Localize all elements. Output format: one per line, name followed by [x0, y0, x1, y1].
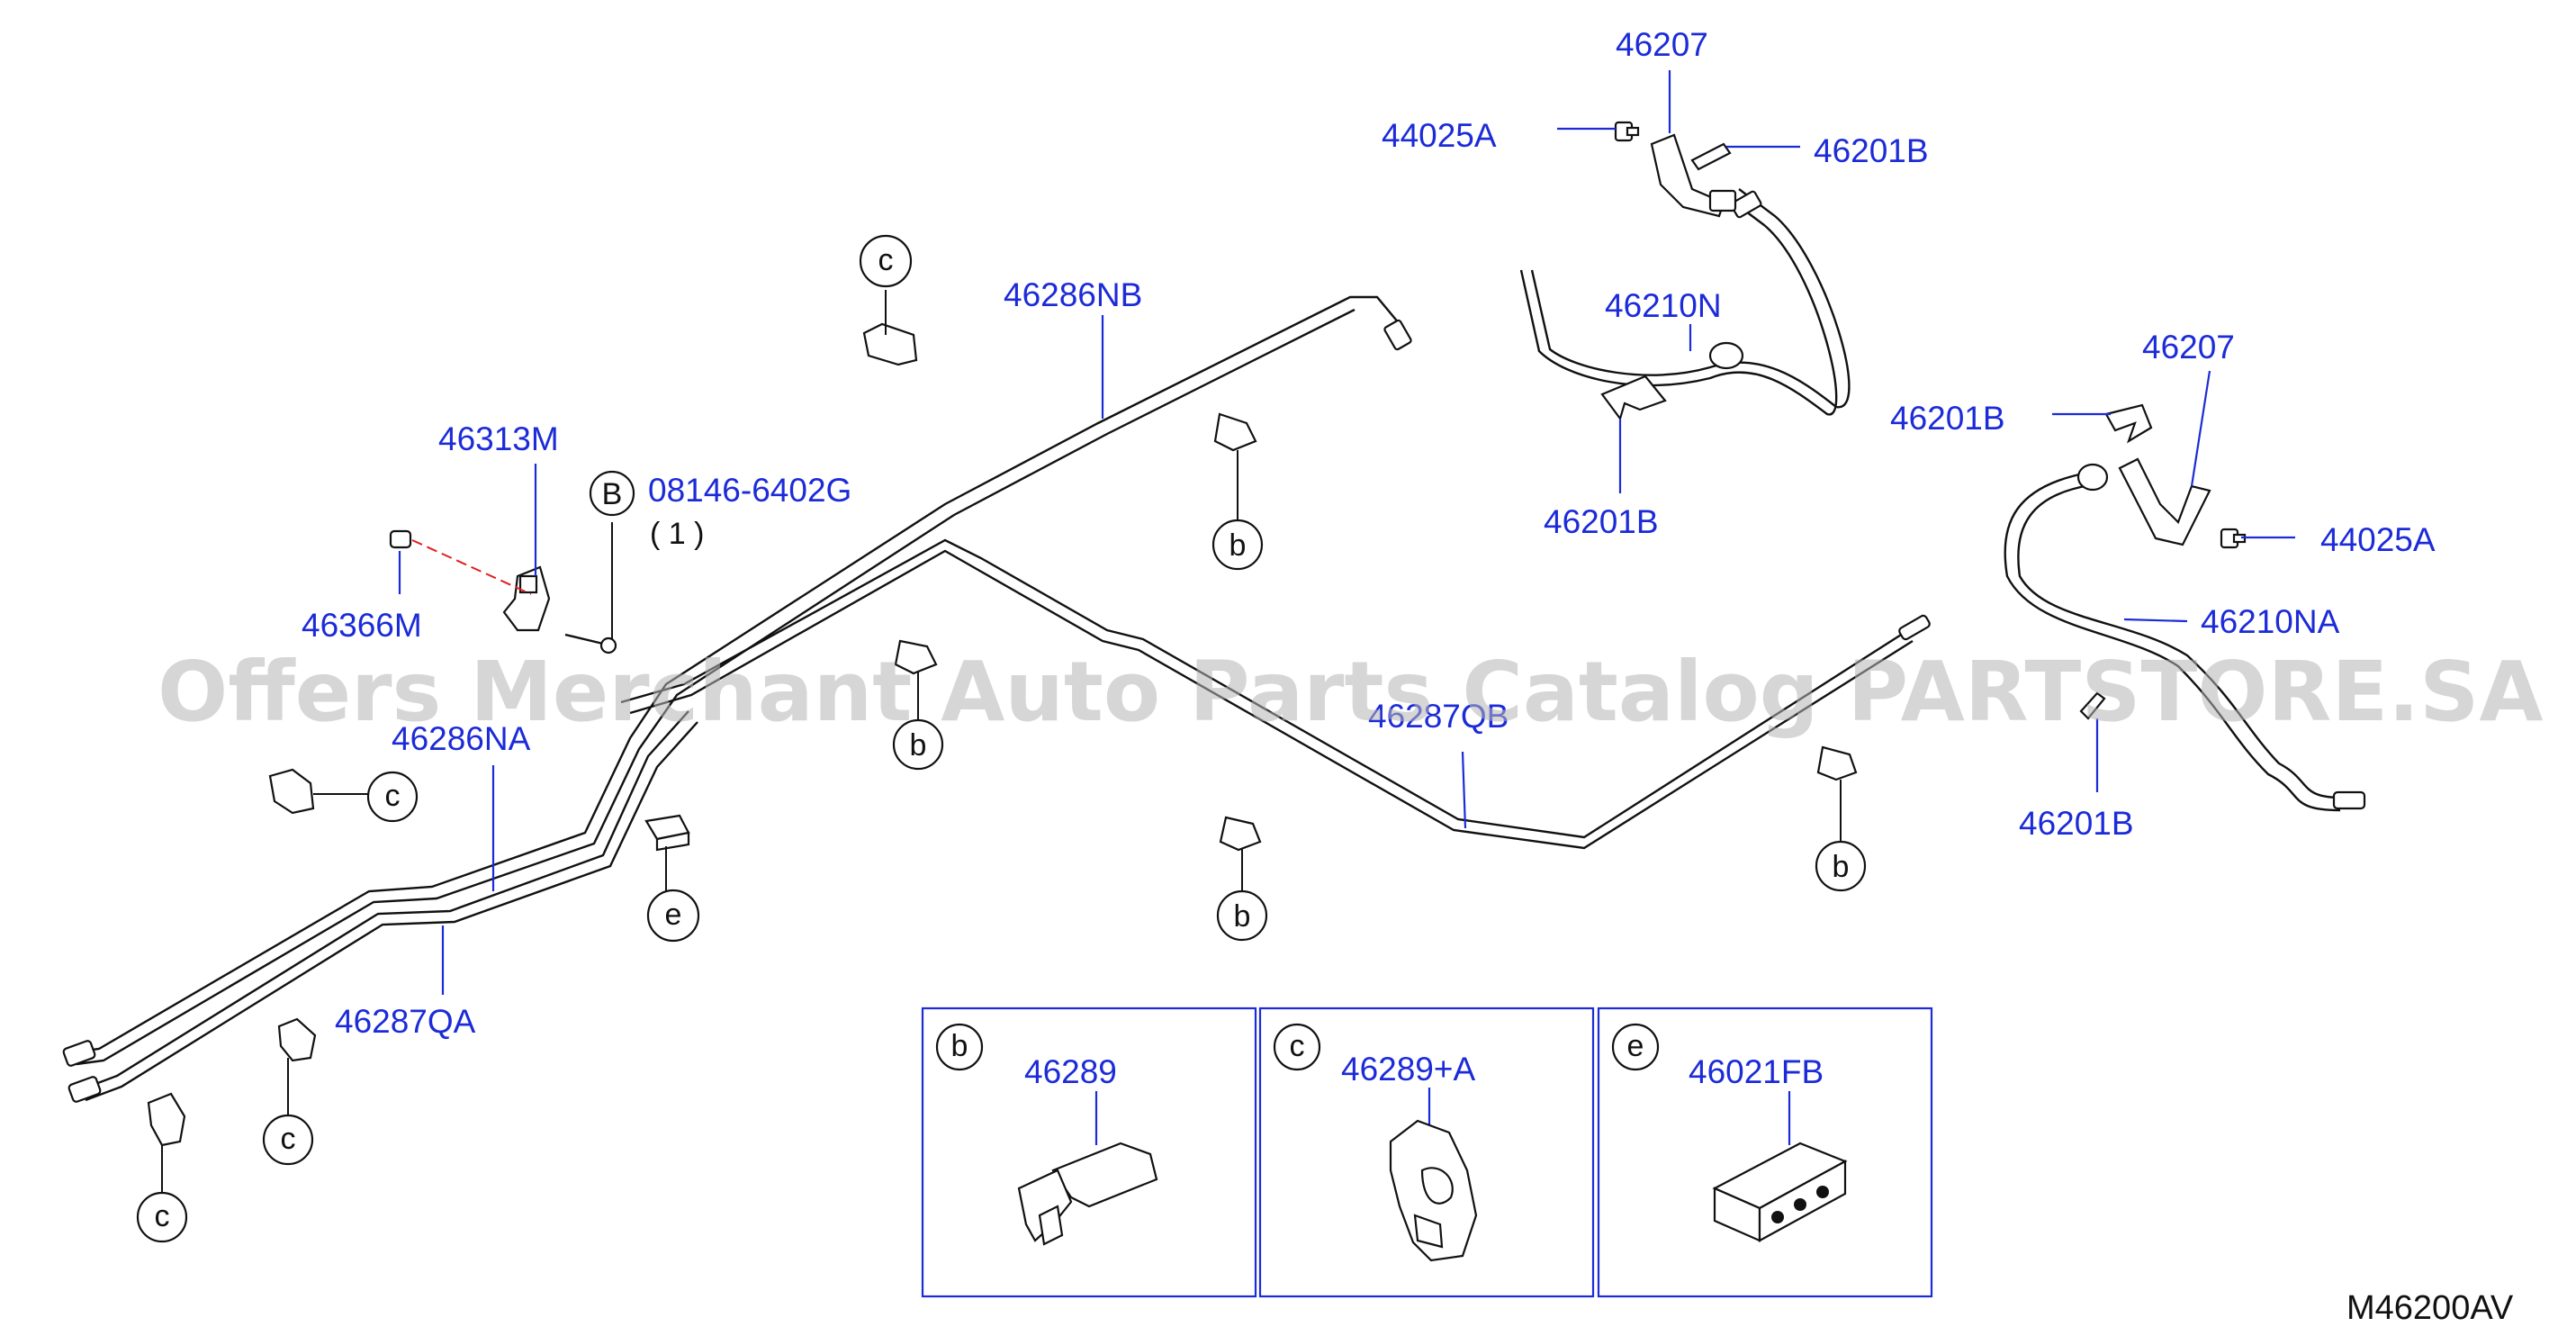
- svg-text:b: b: [1229, 528, 1247, 563]
- label-46286nb: 46286NB: [1004, 276, 1142, 313]
- pipe-46286nb[interactable]: [67, 295, 1412, 1066]
- label-46313m: 46313M: [438, 420, 559, 457]
- label-46286na: 46286NA: [392, 720, 531, 757]
- inset-label-46289a: 46289+A: [1341, 1051, 1475, 1088]
- svg-text:b: b: [910, 728, 927, 763]
- connector-46313m[interactable]: [502, 565, 551, 632]
- ref-circle-c-mid[interactable]: c: [262, 1114, 314, 1166]
- label-46201b-front-top: 46201B: [1814, 132, 1929, 169]
- svg-text:c: c: [281, 1122, 296, 1156]
- hose-46210na[interactable]: [2004, 463, 2366, 812]
- svg-text:c: c: [155, 1199, 170, 1233]
- label-46287qb: 46287QB: [1368, 698, 1509, 735]
- clip-46289a-drawing: [1389, 1119, 1478, 1262]
- inset-box-c[interactable]: c 46289+A: [1258, 1007, 1595, 1298]
- label-46366m: 46366M: [302, 607, 422, 644]
- inset-ref-c: c: [1290, 1029, 1305, 1063]
- clip-c-2[interactable]: [268, 768, 315, 815]
- inset-box-e[interactable]: e 46021FB: [1597, 1007, 1933, 1298]
- clip-e-on-diagram[interactable]: [644, 814, 690, 852]
- label-46287qa: 46287QA: [335, 1003, 476, 1040]
- clip-46201b-front-top[interactable]: [1690, 142, 1732, 171]
- inset-ref-e: e: [1627, 1029, 1644, 1063]
- label-46207-rear: 46207: [2142, 329, 2235, 366]
- label-44025a-front: 44025A: [1382, 117, 1497, 154]
- clip-46021fb-drawing: [1712, 1142, 1848, 1242]
- ref-circle-b-3[interactable]: b: [1216, 889, 1268, 942]
- hose-46210n[interactable]: [1519, 188, 1851, 416]
- bolt-08146-6402g[interactable]: [564, 633, 617, 654]
- ref-circle-b-4[interactable]: b: [1815, 840, 1867, 892]
- ref-circle-b-1[interactable]: b: [1211, 519, 1264, 571]
- inset-label-46289: 46289: [1024, 1053, 1117, 1090]
- label-44025a-rear: 44025A: [2320, 521, 2436, 558]
- label-46210na: 46210NA: [2201, 603, 2340, 640]
- label-46201b-front-low: 46201B: [1544, 503, 1659, 540]
- ref-circle-c-top[interactable]: c: [859, 234, 913, 288]
- clip-b-3[interactable]: [1219, 816, 1262, 852]
- label-46201b-rear-top: 46201B: [1890, 400, 2005, 437]
- clip-b-4[interactable]: [1816, 745, 1858, 781]
- bolt-44025a-front[interactable]: [1614, 121, 1640, 142]
- clip-c-1[interactable]: [862, 322, 918, 366]
- pipe-46287qb[interactable]: [620, 538, 1931, 850]
- clip-b-2[interactable]: [894, 639, 938, 675]
- inset-label-46021fb: 46021FB: [1689, 1053, 1824, 1090]
- svg-text:c: c: [878, 243, 894, 277]
- inset-box-b[interactable]: b 46289: [921, 1007, 1257, 1298]
- ref-circle-e[interactable]: e: [646, 889, 700, 943]
- svg-text:e: e: [665, 898, 682, 932]
- label-46201b-rear-low: 46201B: [2019, 805, 2134, 842]
- inset-ref-b: b: [951, 1029, 968, 1063]
- ref-circle-b-2[interactable]: b: [892, 718, 944, 771]
- pipe-46287qa[interactable]: [62, 710, 698, 1103]
- clip-46289-drawing: [1017, 1142, 1158, 1246]
- cap-46366m[interactable]: [389, 529, 412, 549]
- clip-b-1[interactable]: [1213, 412, 1257, 452]
- bracket-46207-rear[interactable]: [2118, 457, 2211, 546]
- assembly-line: [411, 539, 532, 595]
- label-08146-6402g: 08146-6402G: [648, 472, 851, 509]
- clip-c-3[interactable]: [277, 1017, 317, 1062]
- watermark-text: Offers Merchant Auto Parts Catalog PARTS…: [158, 644, 2544, 740]
- clip-c-4[interactable]: [147, 1092, 186, 1147]
- svg-text:b: b: [1234, 899, 1251, 934]
- label-46207-front: 46207: [1616, 26, 1708, 63]
- svg-text:c: c: [385, 779, 401, 813]
- diagram-code: M46200AV: [2346, 1289, 2514, 1327]
- bracket-46207-front[interactable]: [1650, 133, 1737, 218]
- svg-text:b: b: [1833, 850, 1850, 884]
- leader-lines: [161, 70, 2295, 1193]
- clip-46201b-rear-low[interactable]: [2079, 691, 2106, 720]
- svg-text:B: B: [602, 477, 623, 511]
- ref-circle-c-left[interactable]: c: [366, 771, 419, 823]
- clip-46201b-rear-top[interactable]: [2104, 403, 2153, 444]
- label-46210n: 46210N: [1605, 287, 1722, 324]
- ref-circle-c-bottom[interactable]: c: [136, 1191, 188, 1243]
- label-quantity: ( 1 ): [650, 517, 704, 551]
- ref-circle-B[interactable]: B: [589, 470, 635, 517]
